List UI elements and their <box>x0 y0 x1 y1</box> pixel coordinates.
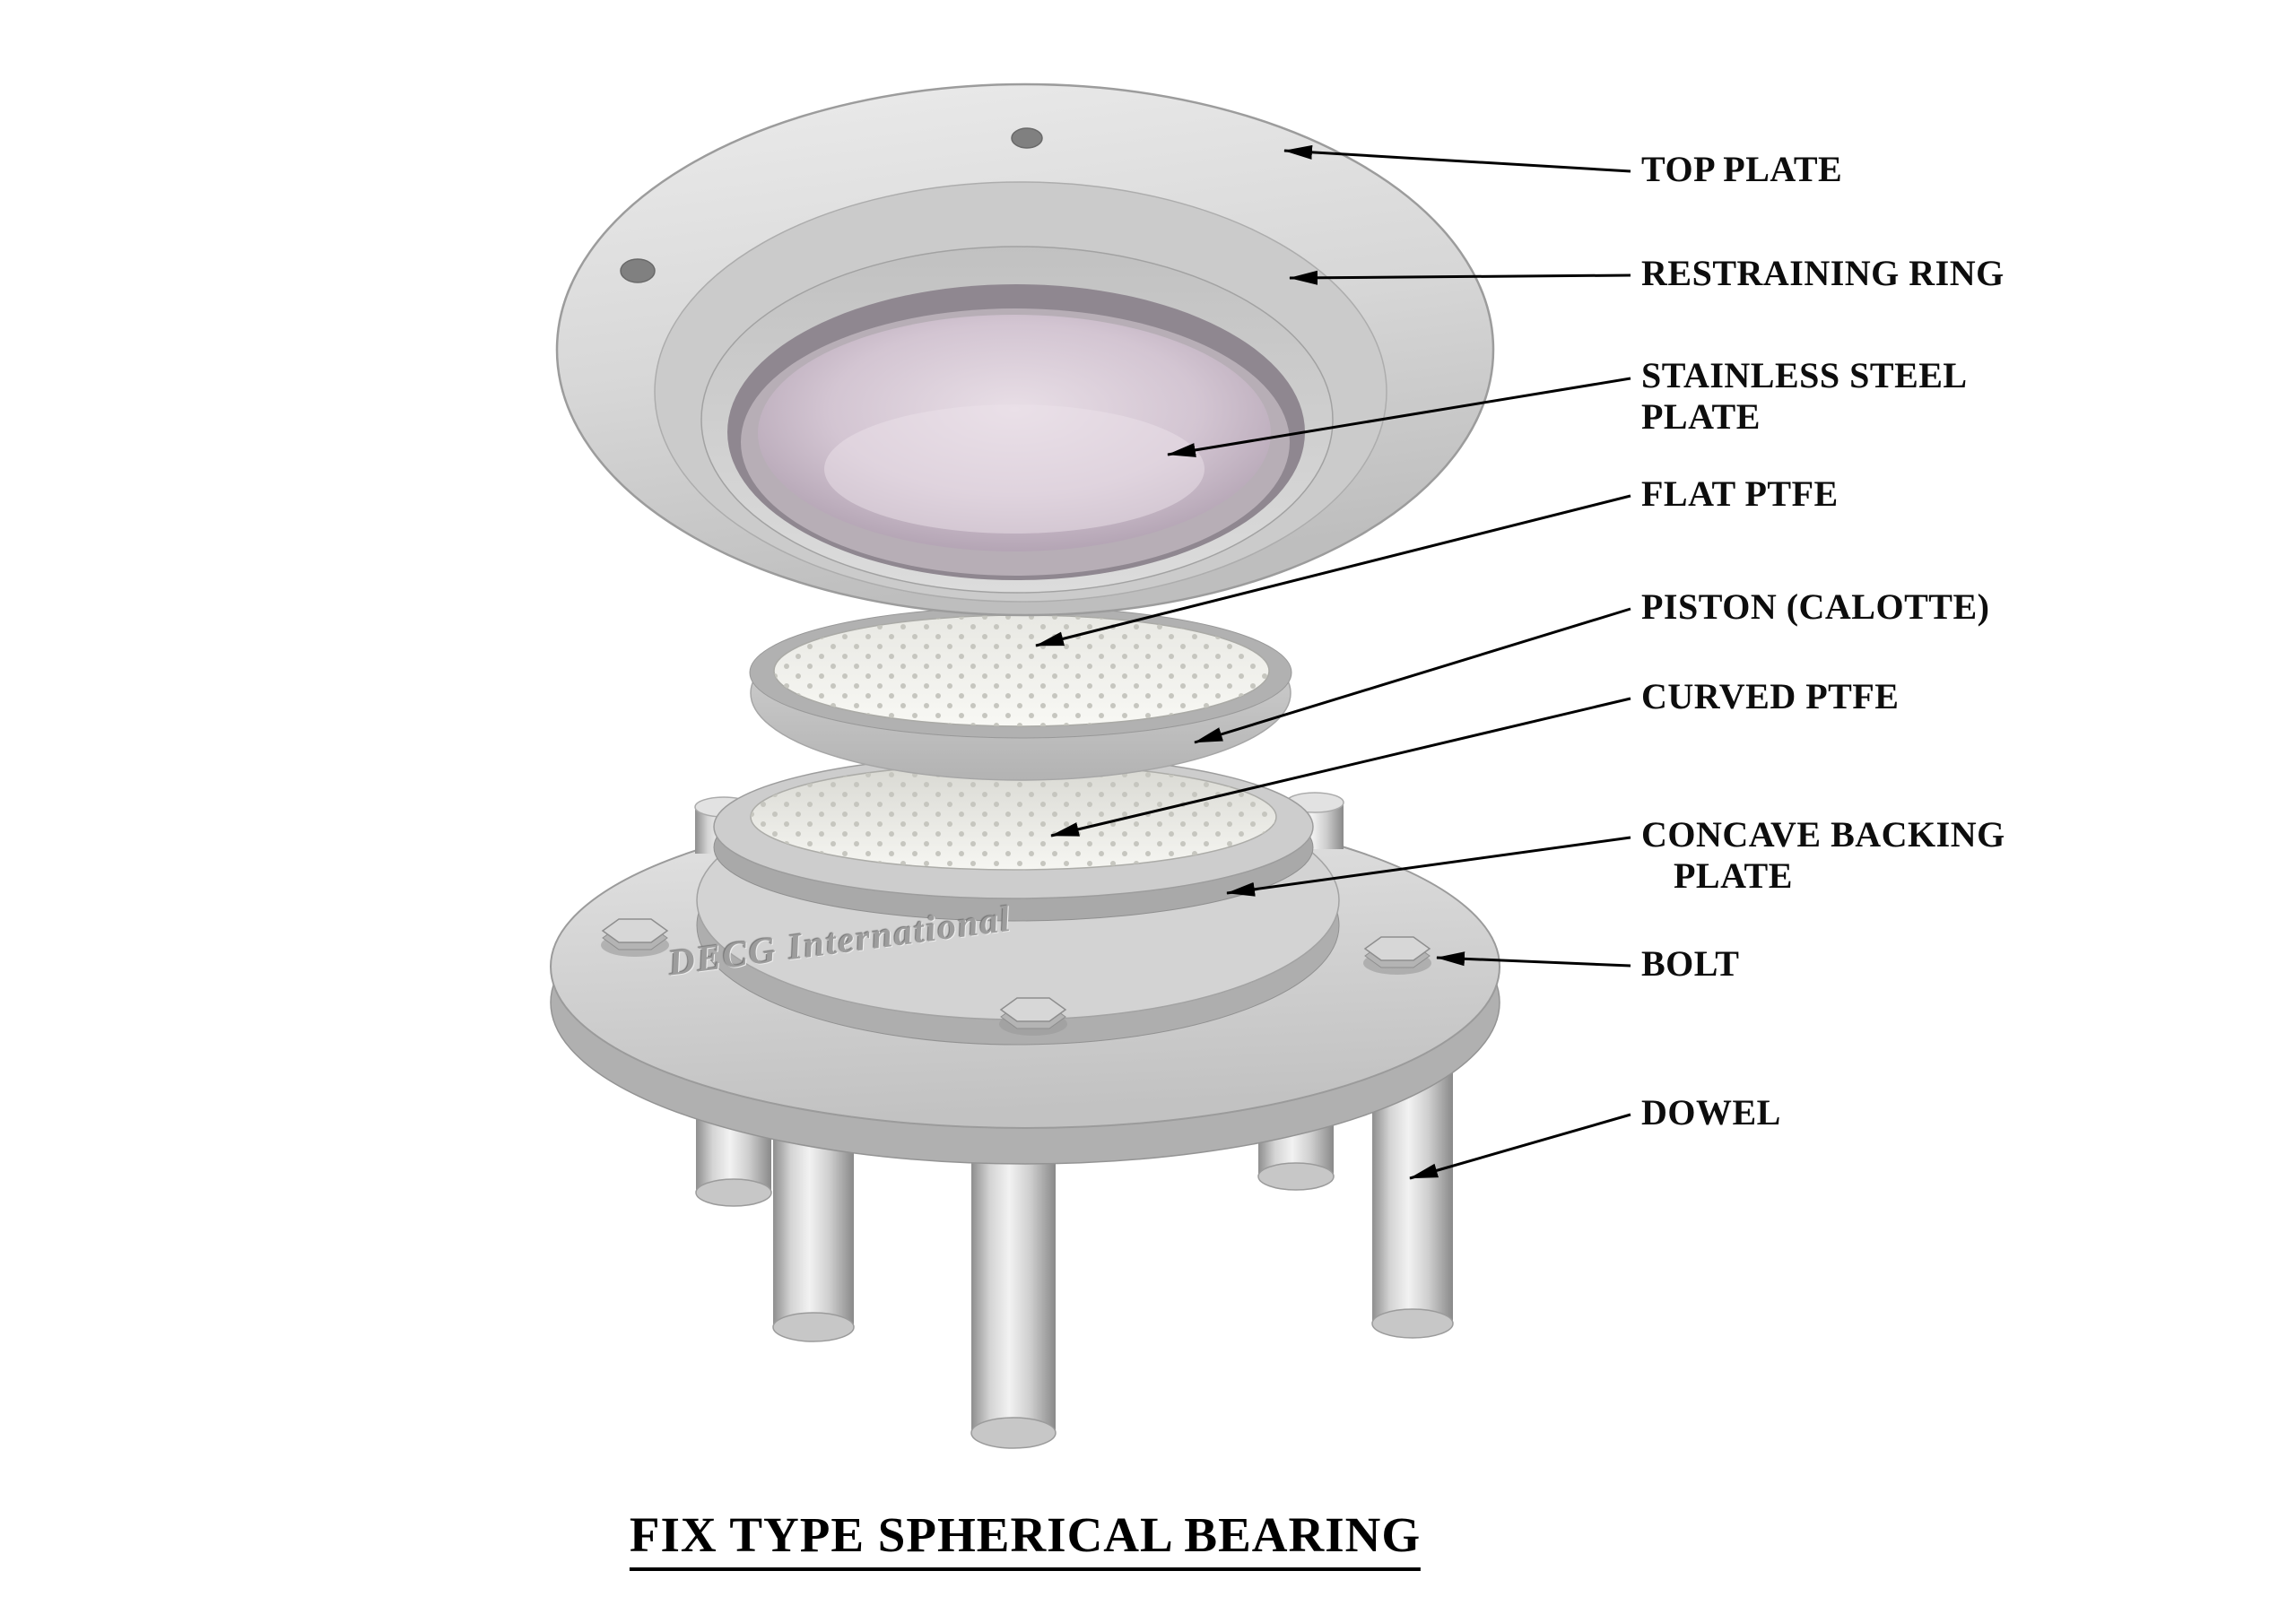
arrow-bolt <box>1436 951 1631 968</box>
label-stainless-steel-plate-line2: PLATE <box>1641 396 1761 437</box>
label-piston-calotte-text: PISTON (CALOTTE) <box>1641 586 1990 627</box>
label-flat-ptfe: FLAT PTFE <box>1641 473 1839 515</box>
label-restraining-ring: RESTRAINING RING <box>1641 253 2005 294</box>
bolt-right <box>1363 936 1431 975</box>
arrow-concave-backing-plate <box>1226 836 1631 897</box>
top-plate-hole-top <box>1011 127 1043 149</box>
label-concave-backing-plate-line1: CONCAVE BACKING <box>1641 814 2005 855</box>
bolt-front <box>999 997 1067 1036</box>
arrow-curved-ptfe <box>1050 697 1631 838</box>
arrow-piston-calotte <box>1194 607 1631 744</box>
label-stainless-steel-plate: STAINLESS STEEL PLATE <box>1641 355 1968 438</box>
leader-arrows <box>1035 144 1631 1180</box>
arrow-dowel <box>1409 1113 1631 1180</box>
label-dowel: DOWEL <box>1641 1092 1781 1133</box>
diagram-title: FIX TYPE SPHERICAL BEARING <box>629 1506 1422 1571</box>
label-flat-ptfe-text: FLAT PTFE <box>1641 473 1839 514</box>
label-piston-calotte: PISTON (CALOTTE) <box>1641 586 1989 628</box>
label-curved-ptfe: CURVED PTFE <box>1641 676 1899 717</box>
label-restraining-ring-text: RESTRAINING RING <box>1641 253 2005 293</box>
label-curved-ptfe-text: CURVED PTFE <box>1641 676 1900 716</box>
stainless-steel-plate-part <box>758 315 1271 551</box>
label-concave-backing-plate-line2: PLATE <box>1674 855 1793 896</box>
arrow-flat-ptfe <box>1035 494 1631 647</box>
bolt-left <box>601 918 669 957</box>
flat-ptfe-part <box>773 614 1270 727</box>
arrow-top-plate <box>1283 144 1631 173</box>
label-bolt: BOLT <box>1641 943 1739 985</box>
label-top-plate-text: TOP PLATE <box>1641 149 1843 189</box>
arrow-stainless-steel-plate <box>1167 377 1631 457</box>
label-bolt-text: BOLT <box>1641 943 1740 984</box>
arrow-restraining-ring <box>1289 270 1631 285</box>
label-dowel-text: DOWEL <box>1641 1092 1781 1133</box>
label-top-plate: TOP PLATE <box>1641 149 1842 190</box>
top-plate-hole-left <box>620 258 656 283</box>
label-concave-backing-plate: CONCAVE BACKING PLATE <box>1641 814 2005 897</box>
label-stainless-steel-plate-line1: STAINLESS STEEL <box>1641 355 1968 395</box>
